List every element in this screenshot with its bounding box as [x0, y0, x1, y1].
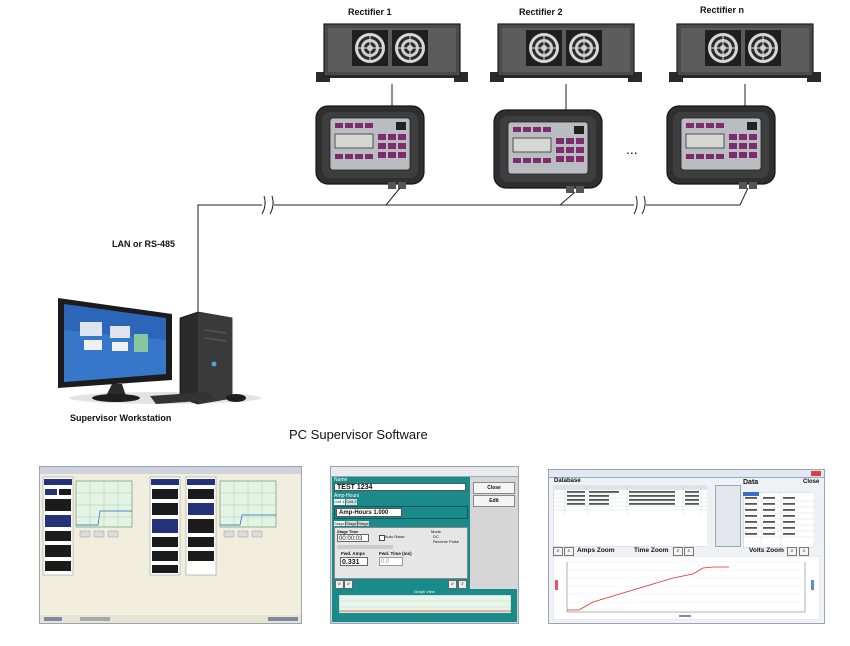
software-screen-overview [39, 466, 302, 624]
stage-time-label: Stage Time [337, 529, 359, 534]
graph-view-plot [339, 595, 511, 619]
controller-n [666, 105, 776, 190]
mode-label: Mode [431, 529, 442, 534]
time-zoom-in-icon[interactable]: ⌕ [673, 547, 683, 556]
tab-stage-1[interactable]: Stage 1 [334, 521, 345, 531]
zoom-out-icon[interactable]: ⌕ [344, 580, 353, 589]
rectifier-1-label: Rectifier 1 [348, 7, 392, 17]
time-zoom-out-icon[interactable]: ⌕ [684, 547, 694, 556]
workstation-label: Supervisor Workstation [70, 413, 172, 423]
tab-stage-3[interactable]: Stage 3 [358, 521, 369, 531]
rectifier-2-unit [489, 23, 643, 83]
software-screen-history: Database Data Close ⌕ ⌕ Amps Zoom Time Z… [548, 469, 825, 624]
time-zoom-label: Time Zoom [634, 547, 669, 554]
database-title: Database [554, 478, 581, 484]
amp-hours-field[interactable]: Amp-Hours 1.000 [336, 508, 402, 517]
history-close-button[interactable]: Close [803, 479, 820, 485]
rectifier-n-unit [668, 23, 822, 83]
tab-cell-1[interactable]: Cell 1 [334, 499, 345, 505]
mode-reverse-option[interactable]: Reverse Pulse [433, 539, 460, 544]
fwd-time-label: Fwd. Time (ms) [379, 551, 412, 556]
database-table [553, 485, 713, 547]
close-button[interactable]: Close [473, 482, 515, 494]
more-rectifiers-ellipsis: ... [626, 141, 638, 157]
auto-raise-checkbox[interactable] [379, 535, 385, 541]
amps-zoom-out-icon[interactable]: ⌕ [564, 547, 574, 556]
graph-view-title: Graph View [414, 589, 435, 594]
software-title: PC Supervisor Software [289, 427, 428, 442]
workstation-illustration [58, 298, 261, 405]
window-close-icon[interactable] [811, 471, 821, 476]
edit-button[interactable]: Edit [473, 495, 515, 507]
volts-zoom-label: Volts Zoom [749, 547, 784, 554]
system-diagram [58, 23, 822, 405]
history-plot [553, 556, 820, 620]
sub-tab-strip [337, 545, 393, 549]
controller-1 [315, 105, 425, 190]
rectifier-2-label: Rectifier 2 [519, 7, 563, 17]
fwd-amps-field[interactable]: 0.331 [340, 557, 368, 566]
auto-raise-label: Auto Raise [385, 534, 405, 539]
network-link-label: LAN or RS-485 [112, 239, 176, 249]
tab-stage-2[interactable]: Stage 2 [346, 521, 357, 531]
stage-time-field[interactable]: 00:00:03 [337, 534, 369, 542]
rectifier-1-unit [315, 23, 469, 83]
fwd-time-field[interactable]: 0.0 [379, 557, 403, 566]
data-title: Data [743, 479, 759, 486]
mode-dc-option[interactable]: DC [433, 534, 439, 539]
data-table [743, 492, 819, 548]
controller-2 [493, 109, 603, 194]
amps-zoom-label: Amps Zoom [577, 547, 615, 554]
amps-zoom-in-icon[interactable]: ⌕ [553, 547, 563, 556]
tab-cell-2[interactable]: Cell 2 [346, 499, 357, 505]
time-zoom-in-icon[interactable]: ⌕ [448, 580, 457, 589]
rectifier-n-label: Rectifier n [700, 5, 745, 15]
software-screen-setup: Name TEST 1234 Amp-Hours Cell 1 Cell 2 A… [330, 466, 519, 624]
amp-hours-label: Amp-Hours [334, 493, 360, 499]
network-bus [197, 204, 740, 312]
fwd-amps-label: Fwd. Amps [341, 551, 365, 556]
zoom-in-icon[interactable]: ⌕ [335, 580, 344, 589]
scroll-buttons-panel[interactable] [715, 485, 741, 547]
volts-zoom-out-icon[interactable]: ⌕ [799, 547, 809, 556]
name-field[interactable]: TEST 1234 [334, 483, 466, 491]
name-label: Name [334, 477, 348, 483]
time-zoom-out-icon[interactable]: ⌕ [458, 580, 467, 589]
volts-zoom-in-icon[interactable]: ⌕ [787, 547, 797, 556]
overview-screen-graphic [40, 467, 301, 623]
